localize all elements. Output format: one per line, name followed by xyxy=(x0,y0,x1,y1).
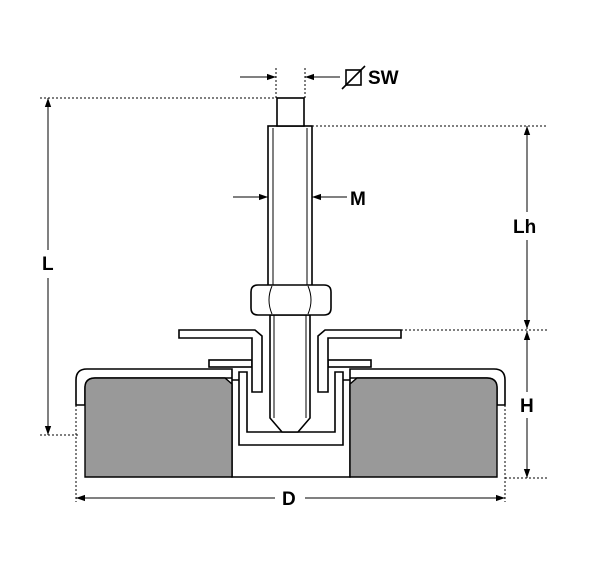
label-lh: Lh xyxy=(513,217,536,238)
dimension-arrows xyxy=(44,73,531,502)
top-plate xyxy=(178,329,263,393)
label-sw: SW xyxy=(368,68,399,89)
wrench-size-symbol-icon xyxy=(341,65,366,90)
threaded-shaft xyxy=(267,125,313,287)
top-plate-right xyxy=(317,329,402,393)
hex-stud xyxy=(276,97,305,127)
label-d: D xyxy=(282,489,296,510)
threaded-shaft-lower xyxy=(269,314,311,433)
label-h: H xyxy=(520,396,534,417)
label-m: M xyxy=(350,189,366,210)
rubber-pad-right xyxy=(349,377,498,478)
extension-lines xyxy=(40,68,548,502)
rubber-pad-left xyxy=(84,377,233,478)
washer-left xyxy=(208,359,253,368)
hex-nut xyxy=(250,284,332,316)
washer-right xyxy=(327,359,372,368)
inner-cup xyxy=(238,371,344,446)
label-l: L xyxy=(42,254,54,275)
